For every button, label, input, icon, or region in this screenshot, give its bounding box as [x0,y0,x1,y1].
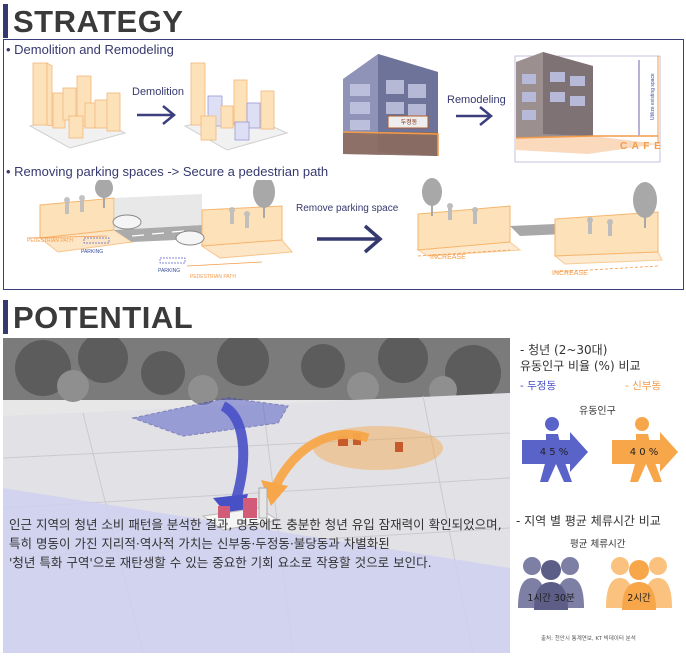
paragraph-line-2: 특히 명동이 가진 지리적·역사적 가치는 신부동·두정동·불당동과 차별화된 [9,536,390,551]
remodeling-diagram [342,52,661,163]
remodeling-label: Remodeling [447,94,506,106]
potential-map [3,338,510,653]
remove-parking-arrow [317,224,383,254]
value-dujeong: 4 5 % [539,447,569,458]
stats-header: - 청년 (2~30대) 유동인구 비율 (%) 비교 [520,342,641,374]
demolition-label: Demolition [132,86,184,98]
pedestrian-dujeong-icon [522,417,588,482]
paragraph-line-3: '청년 특화 구역'으로 재탄생할 수 있는 중요한 기회 요소로 작용할 것으… [9,555,432,570]
old-building-sign: 두정동 [400,119,418,126]
bullet-parking: • Removing parking spaces -> Secure a pe… [6,164,329,179]
parking-right-label: PARKING [158,268,181,274]
bullet-demolition-remodeling: • Demolition and Remodeling [6,42,174,57]
parking-left-label: PARKING [81,249,104,255]
pedestrian-path-right-label: PEDESTRIAN PATH [190,274,236,280]
utilize-space-label: Utilize existing space [650,73,656,120]
remove-parking-label: Remove parking space [296,203,399,214]
legend-dujeong: - 두정동 [520,380,557,392]
demolition-diagram [28,62,289,151]
strategy-title: STRATEGY [13,4,184,39]
legend-sinbu: - 신부동 [625,380,662,392]
group-sinbu-icon [606,557,672,610]
group-dujeong-icon [518,557,584,610]
strategy-title-bar [3,4,8,38]
source-note: 출처: 천안시 통계연보, KT 빅데이터 분석 [541,636,636,642]
potential-title-bar [3,300,8,334]
remodeling-arrow [456,106,493,126]
strategy-panel [3,39,684,290]
stats-header-line1: - 청년 (2~30대) [520,343,608,357]
potential-title: POTENTIAL [13,300,194,335]
potential-paragraph: 인근 지역의 청년 소비 패턴을 분석한 결과, 명동에도 충분한 청년 유입 … [9,515,502,572]
increase-right-label: INCREASE [552,270,588,277]
pedestrian-path-left-label: PEDESTRIAN PATH [27,238,73,244]
float-pop-label: 유동인구 [579,406,616,417]
old-building [342,54,439,156]
increase-left-label: INCREASE [430,254,466,261]
street-after-diagram [416,178,663,273]
street-before-diagram [26,180,293,267]
remodeled-building [514,52,661,163]
avg-stay-label: 평균 체류시간 [570,539,626,550]
pedestrian-sinbu-icon [612,417,678,482]
stay-dujeong: 1시간 30분 [527,593,575,604]
demolition-arrow [137,105,176,125]
stay-sinbu: 2시간 [627,593,651,604]
stats-header-line2: 유동인구 비율 (%) 비교 [520,359,641,373]
stay-section-header: - 지역 별 평균 체류시간 비교 [516,514,661,528]
value-sinbu: 4 0 % [629,447,659,458]
paragraph-line-1: 인근 지역의 청년 소비 패턴을 분석한 결과, 명동에도 충분한 청년 유입 … [9,517,502,532]
cafe-label: C A F E [620,141,662,152]
